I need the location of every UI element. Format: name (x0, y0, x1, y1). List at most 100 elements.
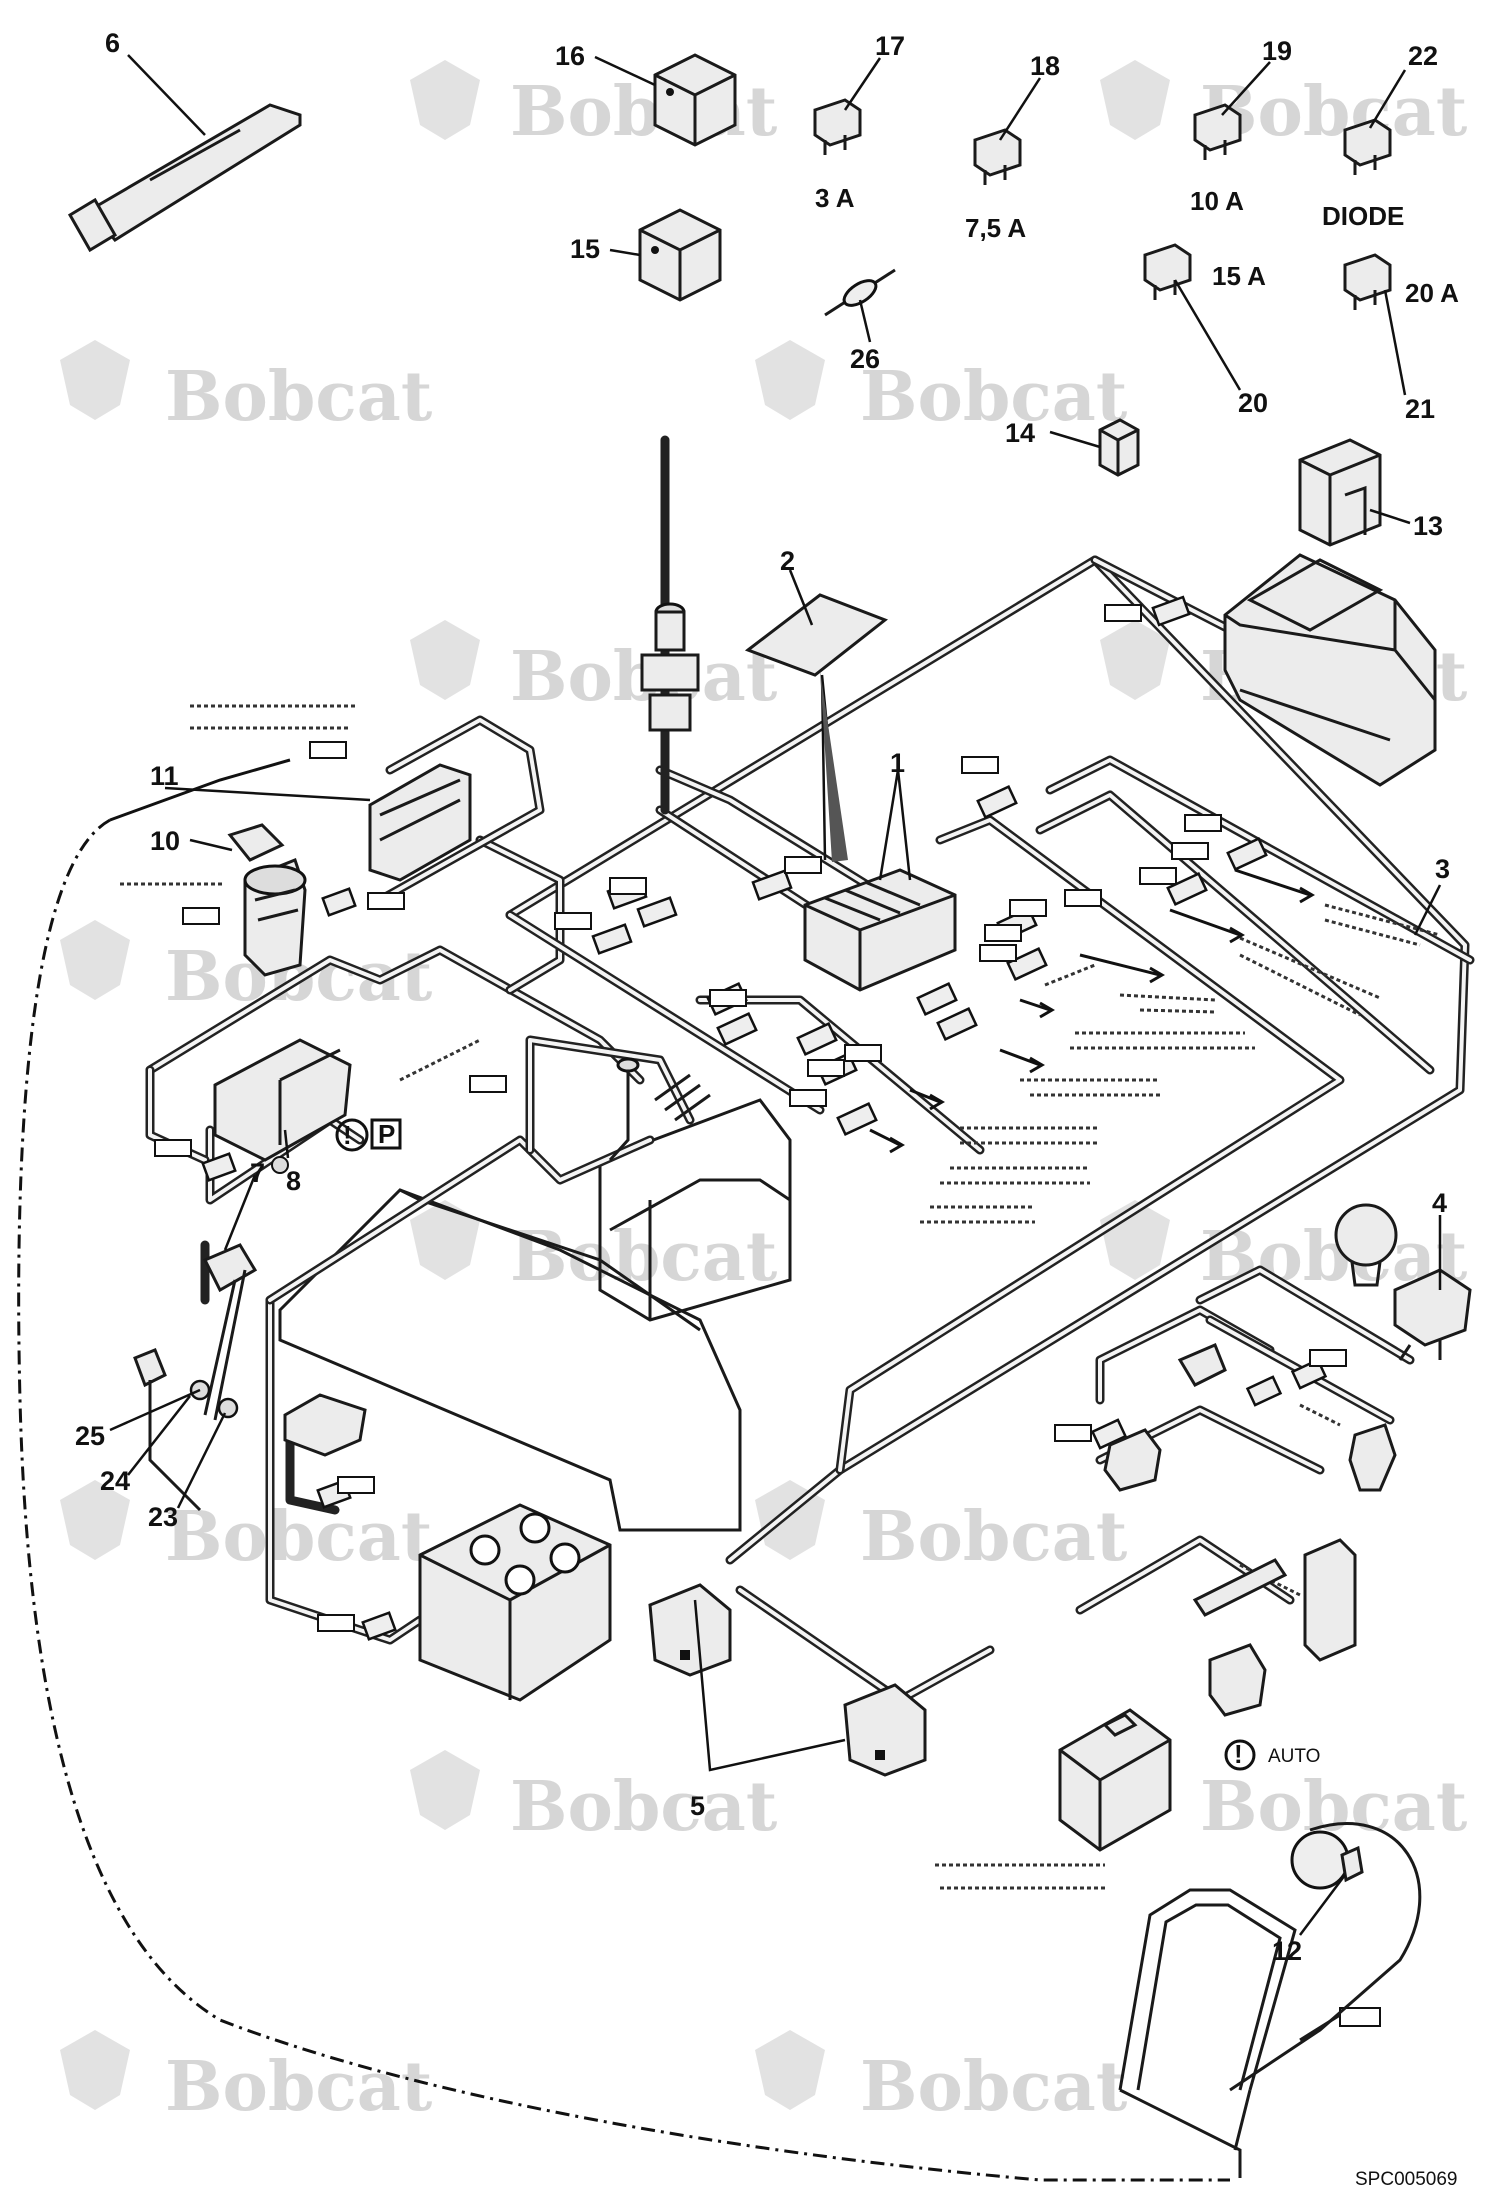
callout-4: 4 (1432, 1188, 1447, 1218)
connector-block (1245, 1375, 1283, 1407)
watermark: Bobcat (60, 2030, 433, 2127)
harness-annotation-marks (120, 704, 1441, 1890)
connector-block (636, 896, 678, 928)
connector-blocks (201, 595, 1328, 1641)
svg-text:!: ! (1234, 1739, 1243, 1769)
fuse-18 (973, 128, 1022, 185)
diode-label-22: DIODE (1322, 201, 1404, 231)
callout-20: 20 (1238, 388, 1268, 418)
relay-16 (653, 53, 737, 147)
svg-text:Bobcat: Bobcat (165, 357, 433, 437)
relay-housing (1298, 438, 1382, 547)
reference-tag (844, 1044, 882, 1062)
connector-block (591, 923, 633, 955)
horn (283, 1393, 367, 1457)
svg-text:Bobcat: Bobcat (1200, 1767, 1468, 1847)
ground-points (133, 1348, 239, 1512)
fuse-17 (813, 98, 862, 155)
right-components (1103, 1343, 1397, 1492)
callout-13: 13 (1413, 511, 1443, 541)
watermark: Bobcat (410, 1750, 778, 1847)
rear-light-upper (648, 1583, 732, 1677)
callout-10: 10 (150, 826, 180, 856)
connector-block (1090, 1418, 1128, 1450)
watermark: Bobcat (1100, 60, 1468, 152)
svg-text:Bobcat: Bobcat (510, 1767, 778, 1847)
reference-tag (709, 989, 747, 1007)
reference-tag (1184, 814, 1222, 832)
work-light (1334, 1203, 1472, 1361)
battery (1058, 1708, 1172, 1852)
watermark: Bobcat (60, 340, 433, 437)
battery-box (1223, 553, 1437, 787)
svg-text:Bobcat: Bobcat (1200, 72, 1468, 152)
svg-text:Bobcat: Bobcat (510, 1217, 778, 1297)
ignition-switch (227, 823, 307, 977)
reference-tag (961, 756, 999, 774)
svg-text:Bobcat: Bobcat (860, 2047, 1128, 2127)
callout-5: 5 (690, 1791, 705, 1821)
callout-14: 14 (1005, 418, 1035, 448)
svg-text:!: ! (343, 1120, 352, 1150)
reference-tags (154, 604, 1381, 2027)
svg-text:P: P (378, 1119, 395, 1149)
rear-light-lower (843, 1683, 927, 1777)
reference-tag (337, 1476, 375, 1494)
reference-tag (609, 877, 647, 895)
callout-2: 2 (780, 546, 795, 576)
fuse-rating-20: 15 A (1212, 261, 1266, 291)
fuel-filter (1192, 1538, 1357, 1662)
callout-7: 7 (250, 1158, 265, 1188)
svg-text:Bobcat: Bobcat (860, 1497, 1128, 1577)
connector-block (716, 1011, 758, 1047)
inline-diode (824, 268, 896, 317)
callout-6: 6 (105, 28, 120, 58)
reference-tag (1104, 604, 1142, 622)
connector-block (201, 1152, 237, 1182)
svg-text:Bobcat: Bobcat (165, 2047, 433, 2127)
connector-block (751, 869, 793, 901)
callout-3: 3 (1435, 854, 1450, 884)
fuse-rating-19: 10 A (1190, 186, 1244, 216)
reference-tag (1339, 2007, 1381, 2027)
grease-tube (67, 103, 302, 253)
key-switch-stack (640, 602, 700, 732)
reference-tag (1139, 867, 1177, 885)
reference-tag (984, 924, 1022, 942)
callout-12: 12 (1272, 1936, 1302, 1966)
fuse-rating-21: 20 A (1405, 278, 1459, 308)
fuse-20 (1143, 243, 1192, 300)
callout-16: 16 (555, 41, 585, 71)
watermark: Bobcat (410, 1200, 778, 1297)
svg-text:Bobcat: Bobcat (510, 72, 778, 152)
relay-15 (638, 208, 722, 302)
reference-tag (1309, 1349, 1347, 1367)
callout-21: 21 (1405, 394, 1435, 424)
svg-text:AUTO: AUTO (1268, 1746, 1320, 1767)
fuse-rating-18: 7,5 A (965, 213, 1026, 243)
reference-tag (784, 856, 822, 874)
connector-block (1226, 836, 1268, 872)
callout-15: 15 (570, 234, 600, 264)
reference-tag (317, 1614, 355, 1632)
canopy-cable (17, 818, 1230, 2182)
watermark: Bobcat (755, 340, 1128, 437)
connector-block (321, 887, 357, 917)
seat-switch (202, 1243, 258, 1421)
small-relay (1098, 418, 1140, 477)
fuse-rating-17: 3 A (815, 183, 855, 213)
reference-tag (309, 741, 347, 759)
connector-block (1151, 595, 1191, 627)
reference-tag (1009, 899, 1047, 917)
callout-19: 19 (1262, 36, 1292, 66)
canopy-frame (1118, 1822, 1422, 2178)
reference-tag (1054, 1424, 1092, 1442)
reference-tag (1171, 842, 1209, 860)
solenoid-valve (1208, 1643, 1267, 1717)
reference-tag (1064, 889, 1102, 907)
watermark: Bobcat (60, 1480, 433, 1577)
connector-block (1006, 946, 1048, 982)
fuse-relay-box (803, 868, 957, 992)
callout-18: 18 (1030, 51, 1060, 81)
